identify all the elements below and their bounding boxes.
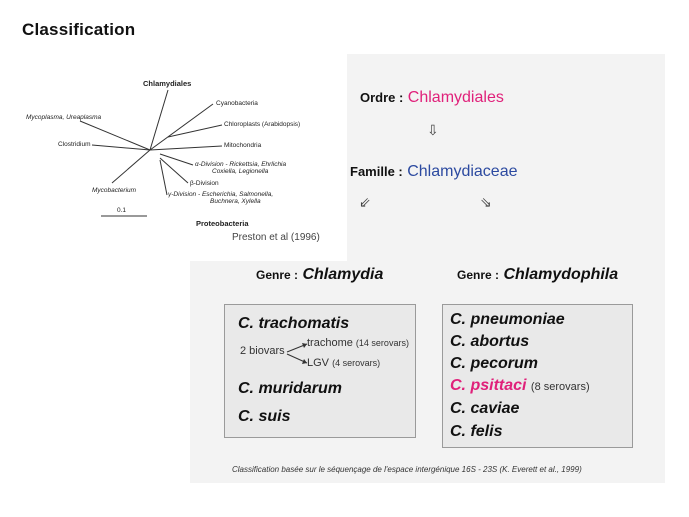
- tree-leaf-alpha-2: Coxiella, Legionella: [212, 168, 269, 175]
- species-psittaci-serovars: (8 serovars): [530, 381, 590, 393]
- biovar-trachoma-serovars: (14 serovars): [355, 338, 409, 348]
- tree-branch-mycobacterium: [111, 149, 151, 184]
- tree-leaf-alpha-1: α-Division - Rickettsia, Ehrlichia: [195, 161, 287, 168]
- tree-leaf-chloroplasts: Chloroplasts (Arabidopsis): [224, 121, 301, 128]
- genus-chlamydia-label: Genre :: [256, 268, 299, 282]
- tree-branch-gamma: [159, 159, 168, 196]
- chlamydophila-species-box: [442, 304, 633, 448]
- order-name: Chlamydiales: [407, 89, 504, 106]
- tree-branch-clostridium: [91, 144, 151, 151]
- order-label: Ordre :: [360, 90, 404, 105]
- species-suis: C. suis: [238, 408, 291, 425]
- biovar-trachoma: trachome (14 serovars): [307, 337, 409, 349]
- arrow-down-icon: ⇩: [427, 122, 439, 138]
- tree-label-proteobacteria: Proteobacteria: [196, 219, 249, 228]
- tree-leaf-mitochondria: Mitochondria: [224, 142, 262, 149]
- footnote: Classification basée sur le séquençage d…: [232, 465, 582, 474]
- species-pecorum: C. pecorum: [450, 355, 539, 372]
- genus-chlamydia-header: Genre : Chlamydia: [256, 266, 383, 284]
- order-row: Ordre : Chlamydiales: [360, 89, 504, 107]
- species-pneumoniae: C. pneumoniae: [450, 311, 565, 328]
- tree-label-chlamydiales: Chlamydiales: [143, 79, 192, 88]
- tree-scale-label: 0.1: [117, 207, 127, 214]
- genus-chlamydophila-header: Genre : Chlamydophila: [457, 266, 618, 284]
- tree-branch-chloroplasts: [167, 124, 223, 138]
- species-caviae: C. caviae: [450, 400, 520, 417]
- species-felis: C. felis: [450, 423, 503, 440]
- family-name: Chlamydiaceae: [407, 163, 518, 180]
- biovar-lgv-serovars: (4 serovars): [332, 358, 381, 368]
- tree-leaf-mycobacterium: Mycobacterium: [92, 187, 137, 194]
- tree-branch-cyanobacteria: [149, 103, 214, 151]
- biovar-lgv: LGV (4 serovars): [307, 357, 380, 369]
- biovars-label: 2 biovars: [240, 345, 285, 357]
- arrow-down-right-icon: ⇘: [480, 194, 492, 210]
- taxonomy-panel: [347, 54, 665, 261]
- tree-leaf-beta: β-Division: [190, 180, 219, 187]
- tree-branch-chlamydiales: [149, 89, 169, 151]
- family-label: Famille :: [350, 164, 403, 179]
- genus-chlamydophila-name: Chlamydophila: [503, 266, 619, 283]
- page-title: Classification: [22, 20, 136, 39]
- tree-leaf-mycoplasma: Mycoplasma, Ureaplasma: [26, 114, 102, 121]
- tree-branch-beta: [159, 157, 189, 184]
- tree-leaf-gamma-2: Buchnera, Xylella: [210, 198, 261, 205]
- tree-branch-mitochondria: [149, 145, 223, 151]
- genus-chlamydia-name: Chlamydia: [302, 266, 384, 283]
- family-row: Famille : Chlamydiaceae: [350, 163, 517, 181]
- tree-branch-alpha: [159, 153, 194, 166]
- tree-leaf-gamma-1: γ-Division - Escherichia, Salmonella,: [168, 191, 274, 198]
- biovar-arrows: [286, 343, 308, 364]
- species-muridarum: C. muridarum: [238, 380, 343, 397]
- biovar-trachoma-name: trachome: [307, 337, 353, 349]
- tree-leaf-cyanobacteria: Cyanobacteria: [216, 100, 258, 107]
- tree-citation: Preston et al (1996): [232, 232, 320, 243]
- chlamydia-species-box: [224, 304, 416, 438]
- tree-branch-mycoplasma: [79, 120, 151, 151]
- tree-leaf-clostridium: Clostridium: [58, 141, 91, 148]
- genus-chlamydophila-label: Genre :: [457, 268, 500, 282]
- species-psittaci: C. psittaci: [450, 377, 527, 394]
- species-trachomatis: C. trachomatis: [238, 315, 350, 332]
- species-psittaci-row: C. psittaci (8 serovars): [450, 377, 590, 395]
- species-abortus: C. abortus: [450, 333, 530, 350]
- biovar-lgv-name: LGV: [307, 357, 330, 369]
- arrow-down-left-icon: ⇙: [359, 194, 371, 210]
